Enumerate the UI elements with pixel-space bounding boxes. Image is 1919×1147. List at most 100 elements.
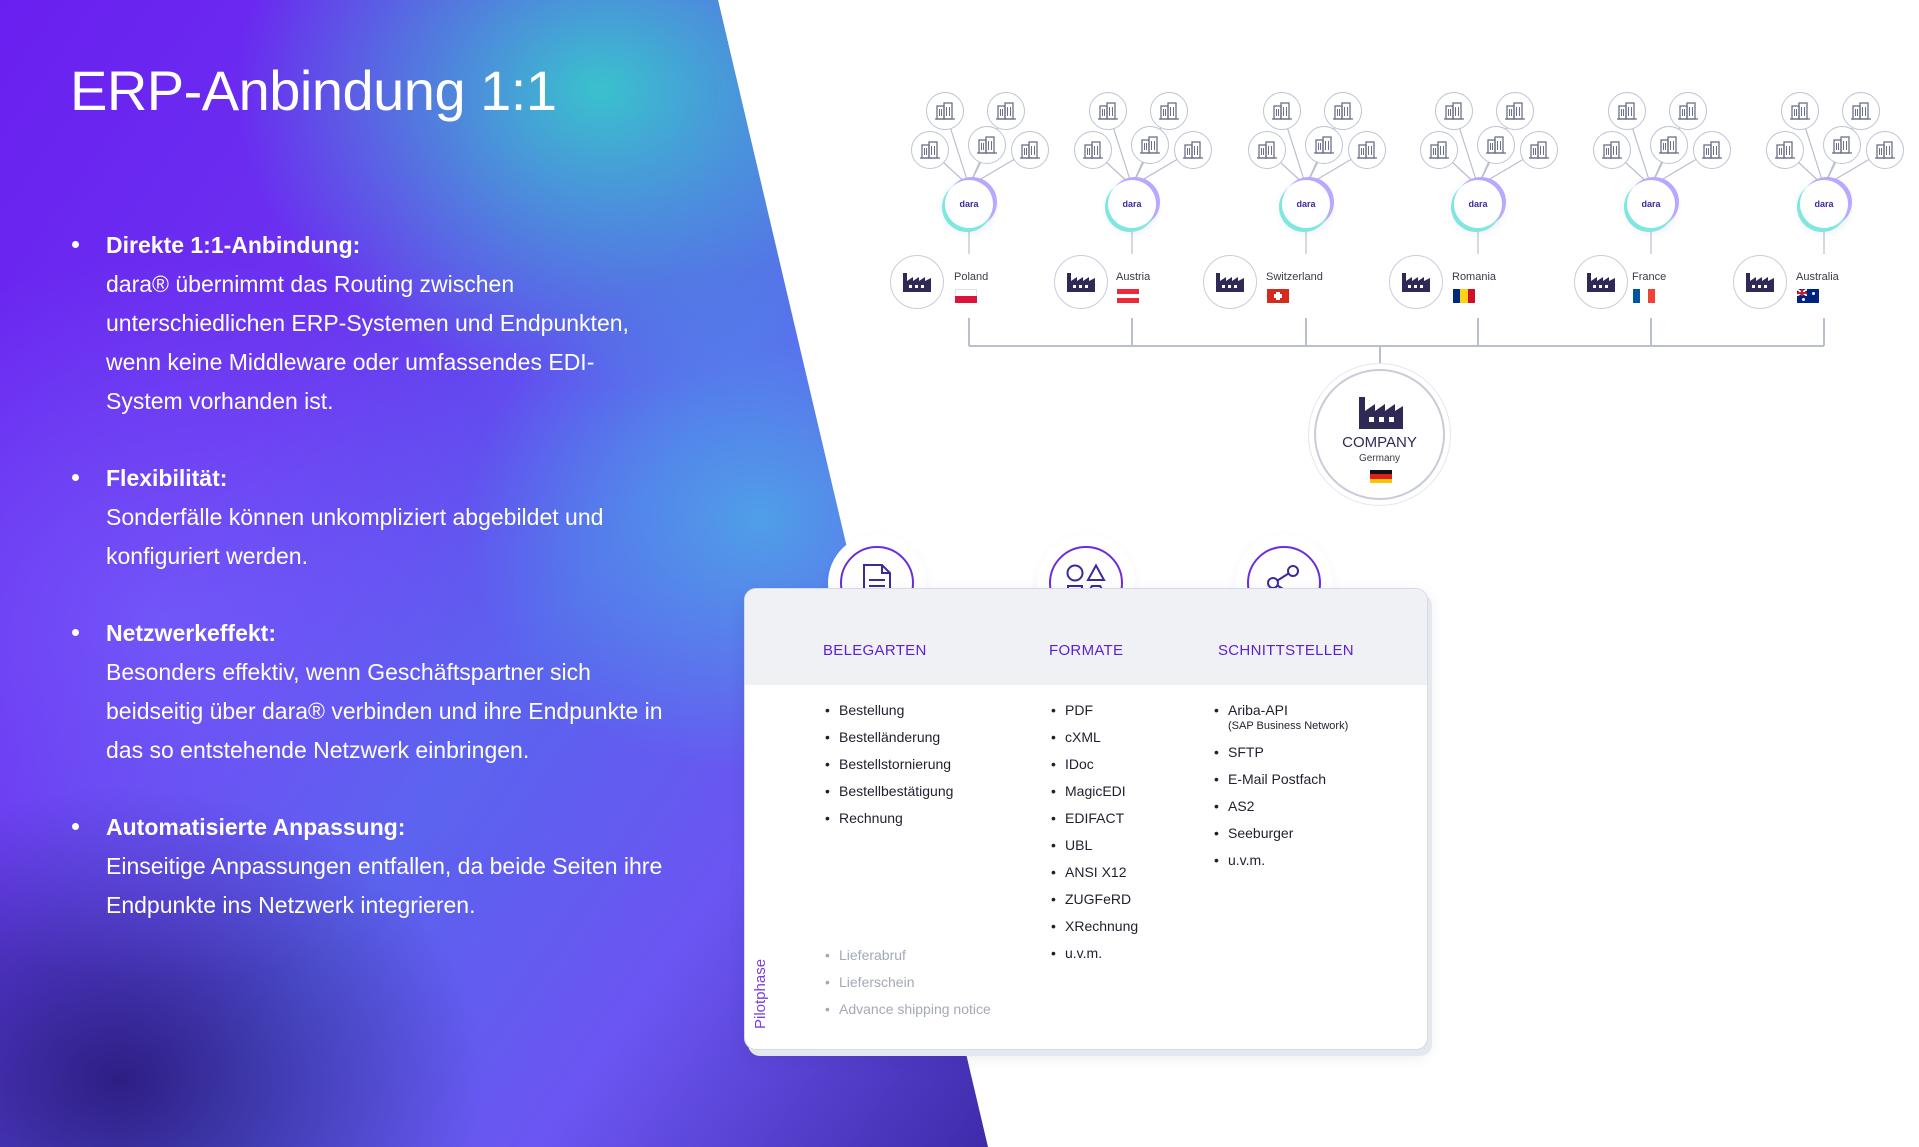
feature-item: Netzwerkeffekt: Besonders effektiv, wenn… bbox=[70, 614, 670, 770]
country-label: France bbox=[1632, 271, 1667, 283]
list-item: ZUGFeRD bbox=[1051, 890, 1138, 917]
list-item: cXML bbox=[1051, 728, 1138, 755]
dara-hub-node: dara bbox=[1110, 182, 1154, 226]
flag-austria-icon bbox=[1117, 289, 1139, 303]
company-node: COMPANY Germany bbox=[1314, 369, 1445, 500]
feature-text: dara® übernimmt das Routing zwischen unt… bbox=[106, 271, 629, 414]
building-icon bbox=[1420, 131, 1458, 169]
building-icon bbox=[1477, 126, 1515, 164]
list-item: MagicEDI bbox=[1051, 782, 1138, 809]
building-icon bbox=[1305, 126, 1343, 164]
factory-node bbox=[890, 255, 944, 309]
country-label: Austria bbox=[1116, 271, 1151, 283]
building-icon bbox=[1496, 92, 1534, 130]
building-icon bbox=[1248, 131, 1286, 169]
building-icon bbox=[1693, 131, 1731, 169]
list-item: XRechnung bbox=[1051, 917, 1138, 944]
schnittstellen-list: Ariba-API (SAP Business Network) SFTP E-Mai… bbox=[1214, 701, 1348, 878]
list-item: u.v.m. bbox=[1051, 944, 1138, 971]
building-icon bbox=[1174, 131, 1212, 169]
list-item: Lieferabruf bbox=[825, 946, 991, 973]
feature-text: Einseitige Anpassungen entfallen, da bei… bbox=[106, 853, 663, 918]
feature-item: Direkte 1:1-Anbindung: dara® übernimmt d… bbox=[70, 226, 670, 421]
flag-switzerland-icon bbox=[1267, 289, 1289, 303]
factory-node bbox=[1574, 255, 1628, 309]
list-item: AS2 bbox=[1214, 797, 1348, 824]
country-label: Poland bbox=[954, 271, 989, 283]
column-title-schnittstellen: SCHNITTSTELLEN bbox=[1218, 642, 1354, 659]
building-icon bbox=[1842, 92, 1880, 130]
factory-icon bbox=[1216, 273, 1244, 292]
dara-hub-node: dara bbox=[1456, 182, 1500, 226]
document-formats-card: BELEGARTEN FORMATE SCHNITTSTELLEN Bestel… bbox=[744, 588, 1428, 1050]
building-icon bbox=[1011, 131, 1049, 169]
factory-icon bbox=[1359, 397, 1403, 429]
factory-icon bbox=[1067, 273, 1095, 292]
list-item-label: SFTP bbox=[1228, 744, 1264, 760]
list-item: EDIFACT bbox=[1051, 809, 1138, 836]
list-item: UBL bbox=[1051, 836, 1138, 863]
feature-title: Flexibilität: bbox=[106, 465, 228, 491]
list-item: Ariba-API (SAP Business Network) bbox=[1214, 701, 1348, 743]
list-item: Seeburger bbox=[1214, 824, 1348, 851]
building-icon bbox=[911, 131, 949, 169]
building-icon bbox=[1324, 92, 1362, 130]
connector-lines bbox=[929, 110, 1886, 369]
list-item: SFTP bbox=[1214, 743, 1348, 770]
company-country: Germany bbox=[1358, 453, 1401, 464]
belegarten-list: BestellungBestelländerungBestellstornier… bbox=[825, 701, 953, 836]
flag-france-icon bbox=[1633, 289, 1655, 303]
building-icon bbox=[926, 92, 964, 130]
flag-romania-icon bbox=[1453, 289, 1475, 303]
building-icon bbox=[987, 92, 1025, 130]
country-label: Romania bbox=[1452, 271, 1497, 283]
list-item-label: Ariba-API bbox=[1228, 702, 1288, 718]
flag-australia-icon bbox=[1797, 289, 1819, 303]
dara-hub-node: dara bbox=[1629, 182, 1673, 226]
list-item: E-Mail Postfach bbox=[1214, 770, 1348, 797]
column-title-formate: FORMATE bbox=[1049, 642, 1124, 659]
factory-icon bbox=[1587, 273, 1615, 292]
dara-hub-node: dara bbox=[947, 182, 991, 226]
feature-item: Flexibilität: Sonderfälle können unkompl… bbox=[70, 459, 670, 576]
building-icon bbox=[1823, 126, 1861, 164]
factory-icon bbox=[903, 273, 931, 292]
card-header bbox=[745, 589, 1427, 685]
building-icon bbox=[1608, 92, 1646, 130]
flag-germany-icon bbox=[1370, 470, 1392, 483]
building-icon bbox=[1766, 131, 1804, 169]
dara-hub-node: dara bbox=[1284, 182, 1328, 226]
factory-icon bbox=[1746, 273, 1774, 292]
list-item: PDF bbox=[1051, 701, 1138, 728]
feature-text: Sonderfälle können unkompliziert abgebil… bbox=[106, 504, 604, 569]
building-icon bbox=[1781, 92, 1819, 130]
list-item-label: E-Mail Postfach bbox=[1228, 771, 1327, 787]
feature-title: Netzwerkeffekt: bbox=[106, 620, 276, 646]
building-icon bbox=[1650, 126, 1688, 164]
building-icon bbox=[968, 126, 1006, 164]
pilot-phase-label: Pilotphase bbox=[752, 958, 769, 1029]
building-icon bbox=[1435, 92, 1473, 130]
flag-poland-icon bbox=[955, 289, 977, 303]
formate-list: PDFcXMLIDocMagicEDIEDIFACTUBLANSI X12ZUG… bbox=[1051, 701, 1138, 971]
building-icon bbox=[1866, 131, 1904, 169]
feature-title: Direkte 1:1-Anbindung: bbox=[106, 232, 361, 258]
list-item: ANSI X12 bbox=[1051, 863, 1138, 890]
page-title: ERP-Anbindung 1:1 bbox=[70, 59, 557, 122]
building-icon bbox=[1089, 92, 1127, 130]
company-name: COMPANY bbox=[1342, 434, 1417, 451]
pilot-list: LieferabrufLieferscheinAdvance shipping … bbox=[825, 946, 991, 1027]
list-item-sub: (SAP Business Network) bbox=[1228, 720, 1349, 732]
building-icon bbox=[1074, 131, 1112, 169]
list-item: Bestellung bbox=[825, 701, 953, 728]
building-icon bbox=[1520, 131, 1558, 169]
building-icon bbox=[1348, 131, 1386, 169]
feature-title: Automatisierte Anpassung: bbox=[106, 814, 406, 840]
building-icon bbox=[1669, 92, 1707, 130]
list-item-label: u.v.m. bbox=[1228, 852, 1266, 868]
list-item: u.v.m. bbox=[1214, 851, 1348, 878]
list-item: Bestelländerung bbox=[825, 728, 953, 755]
list-item: Rechnung bbox=[825, 809, 953, 836]
